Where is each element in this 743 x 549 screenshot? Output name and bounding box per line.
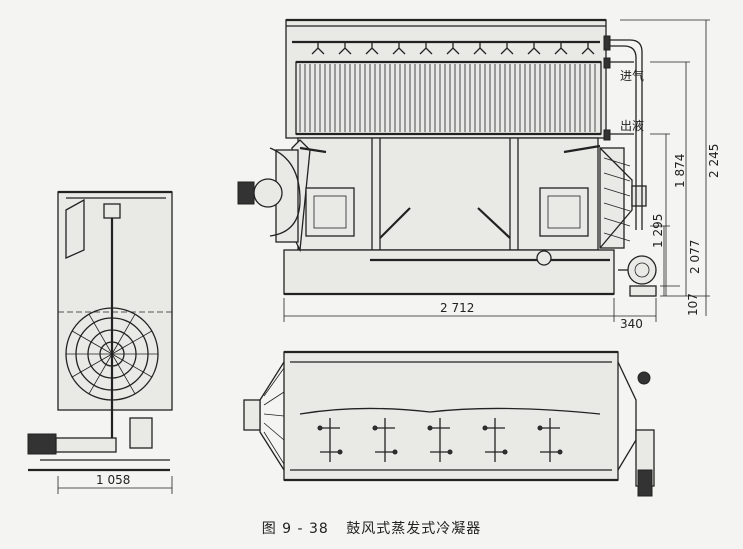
right-fan <box>563 144 647 249</box>
dim-h-2077: 2 077 <box>688 240 702 274</box>
access-door-right <box>539 187 589 237</box>
figure-caption: 图 9 - 38 鼓风式蒸发式冷凝器 <box>0 518 743 538</box>
outlet-label: 出液 <box>620 118 644 133</box>
dim-h-1295: 1 295 <box>651 214 665 248</box>
top-casing <box>285 19 607 139</box>
dimension-lines <box>283 19 710 322</box>
refrigerant-pipe <box>606 39 643 230</box>
circulation-pump <box>627 255 657 285</box>
dim-h-2245: 2 245 <box>707 144 721 178</box>
dim-h-107: 107 <box>686 293 700 316</box>
side-view: 1 058 <box>27 190 173 494</box>
spray-nozzles <box>311 42 595 55</box>
access-door-left <box>305 187 355 237</box>
front-view: 进气 出液 2 712 340 2 245 1 874 1 295 2 077 <box>237 18 721 331</box>
base-tank <box>283 249 615 295</box>
figure-number: 图 9 - 38 <box>261 521 329 537</box>
coil-tubes <box>299 64 596 132</box>
dim-h-1874: 1 874 <box>673 154 687 188</box>
plan-view <box>243 350 655 497</box>
figure-title: 鼓风式蒸发式冷凝器 <box>346 521 482 537</box>
dim-width-small: 340 <box>620 317 643 331</box>
dim-width-main: 2 712 <box>440 301 474 315</box>
inlet-label: 进气 <box>620 68 644 83</box>
dim-side-width: 1 058 <box>96 473 130 487</box>
left-fan <box>237 139 327 253</box>
